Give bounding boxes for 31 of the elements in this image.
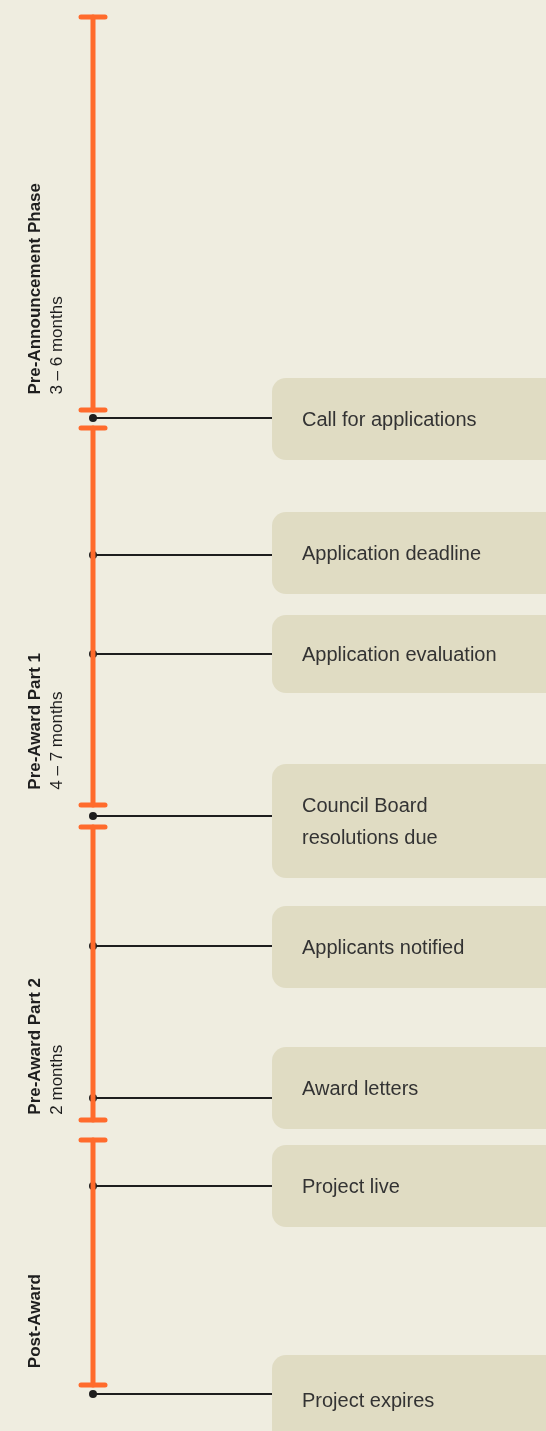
- milestone-text: Call for applications: [302, 407, 477, 432]
- milestone-text: Award letters: [302, 1076, 419, 1101]
- phase-duration: 4 – 7 months: [46, 690, 67, 790]
- phase-title: Pre-Award Part 1: [24, 653, 45, 790]
- leader-line: [89, 414, 273, 422]
- milestone-box: [272, 512, 546, 594]
- phase-duration: 2 months: [46, 1044, 67, 1115]
- leader-line: [89, 650, 273, 658]
- leader-line: [89, 812, 273, 820]
- milestone-text: Application deadline: [302, 541, 482, 566]
- phase-title: Pre-Announcement Phase: [24, 183, 45, 395]
- leader-line: [89, 1094, 273, 1102]
- milestone-box: [272, 1047, 546, 1129]
- leader-line: [89, 1390, 273, 1398]
- milestone-box: [272, 906, 546, 988]
- phase-title: Pre-Award Part 2: [24, 978, 45, 1115]
- milestone-text: Project live: [302, 1174, 400, 1199]
- milestone-box: [272, 1145, 546, 1227]
- phase-duration: 3 – 6 months: [46, 295, 67, 395]
- milestone-text: Council Board resolutions due: [302, 793, 439, 850]
- milestone-box: [272, 1355, 546, 1431]
- milestone-text: Applicants notified: [302, 935, 465, 960]
- milestone-box: [272, 378, 546, 460]
- phase-title: Post-Award: [24, 1273, 45, 1368]
- milestone-box: [272, 764, 546, 878]
- leader-line: [89, 1182, 273, 1190]
- leader-line: [89, 942, 273, 950]
- milestone-text: Application evaluation: [302, 642, 497, 667]
- milestone-text: Project expires: [302, 1388, 435, 1413]
- milestone-box: [272, 615, 546, 693]
- leader-line: [89, 551, 273, 559]
